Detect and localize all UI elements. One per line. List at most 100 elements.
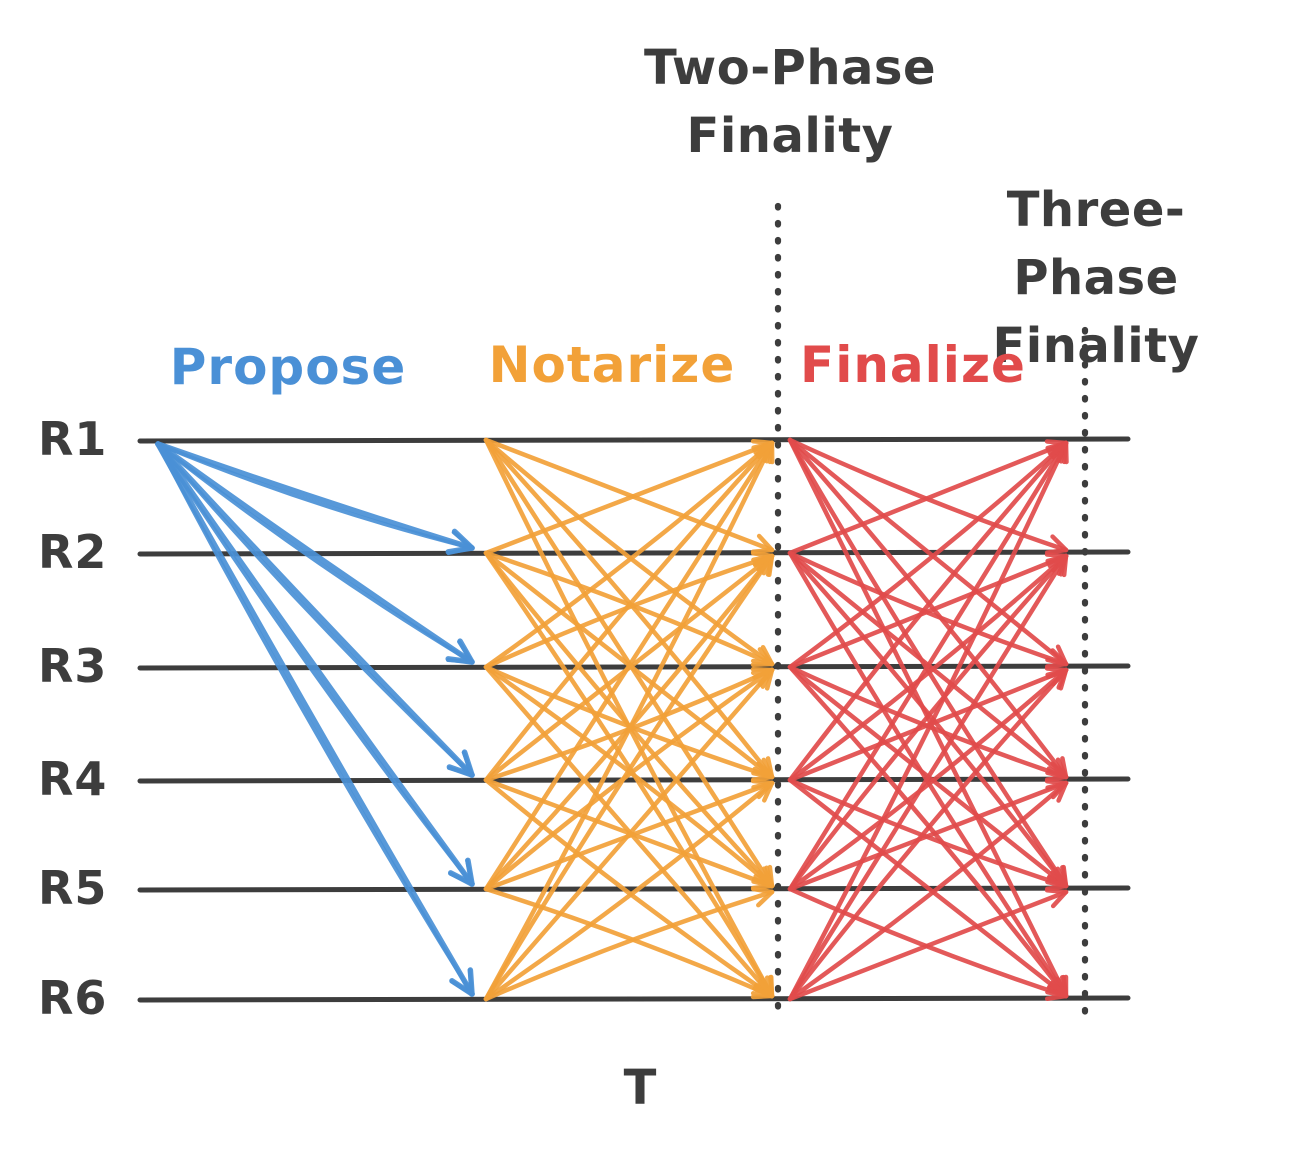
finalize-arrow-head [1061, 553, 1069, 578]
finalize-arrow-head [1050, 534, 1069, 553]
propose-arrow-head [467, 968, 474, 996]
notarize-arrow [483, 440, 775, 1002]
propose-arrow [155, 441, 475, 665]
notarize-arrow [483, 440, 775, 556]
propose-arrow [155, 441, 475, 997]
notarize-arrow [483, 437, 775, 553]
notarize-arrow-head [753, 553, 775, 568]
notarize-arrow [483, 777, 775, 999]
finalize-arrow-head [1044, 774, 1069, 782]
finalize-arrow-head [1044, 661, 1069, 669]
finalize-arrow-head [1050, 870, 1069, 889]
replica-label-r4: R4 [38, 751, 108, 806]
phase-label-notarize: Notarize [488, 336, 736, 394]
notarize-arrow-head [752, 667, 775, 680]
finalize-arrow [787, 437, 1069, 667]
propose-arrow-head [449, 979, 474, 996]
finalize-arrow [787, 440, 1069, 1002]
replica-timeline-r1 [137, 436, 1131, 444]
notarize-arrow [483, 667, 775, 1002]
finalize-arrow-head [1058, 667, 1069, 691]
phase-label-finalize: Finalize [800, 336, 1026, 394]
notarize-arrow-head [756, 761, 775, 780]
two-phase-finality-label: Two-Phase Finality [643, 40, 937, 165]
propose-arrow-head [446, 546, 474, 556]
finalize-arrow [787, 780, 1069, 1002]
finalize-arrow-head [1044, 888, 1069, 895]
propose-arrow [156, 442, 474, 886]
finalize-arrow [787, 667, 1069, 1002]
propose-arrow [156, 442, 474, 664]
finalize-arrow-head [1056, 780, 1069, 803]
replica-timeline-r4 [137, 776, 1131, 784]
finalize-arrow-head [1044, 883, 1069, 892]
notarize-arrow-head [767, 553, 775, 578]
finalize-arrow [787, 440, 1069, 670]
notarize-arrow-head [754, 440, 775, 457]
notarize-arrow-head [750, 886, 775, 895]
propose-arrow-head [446, 657, 474, 664]
propose-arrow-head [457, 639, 474, 664]
finalize-arrow-head [1050, 761, 1069, 780]
propose-arrow-head [447, 765, 474, 777]
propose-arrow-head [448, 871, 474, 886]
finalize-arrow [787, 553, 1069, 783]
notarize-arrow [483, 437, 775, 667]
finalize-arrow-head [1046, 667, 1069, 680]
finalize-arrow [787, 553, 1069, 892]
replica-label-r6: R6 [38, 970, 108, 1025]
finalize-arrow-head [1050, 889, 1069, 909]
propose-arrow [156, 442, 474, 550]
notarize-arrow [483, 440, 775, 670]
replica-timeline-r5 [137, 885, 1131, 893]
notarize-arrow-head [756, 889, 775, 908]
finalize-arrow-head [1048, 440, 1069, 458]
finalize-arrow [787, 780, 1069, 892]
finalize-arrow [787, 667, 1069, 892]
notarize-arrow [483, 553, 775, 1002]
propose-arrow [155, 441, 475, 551]
finalize-arrow [787, 440, 1069, 556]
propose-arrow-head [451, 530, 474, 550]
finalize-arrow-head [1044, 547, 1069, 555]
finalize-arrow-head [1050, 980, 1069, 999]
notarize-arrow [483, 889, 775, 1002]
notarize-arrow [483, 664, 775, 780]
notarize-arrow-head [756, 533, 775, 553]
finalize-arrow [787, 889, 1069, 1002]
finalize-arrow [787, 440, 1069, 783]
propose-arrow-head [465, 858, 474, 886]
finalize-arrow [787, 553, 1069, 670]
propose-arrow [155, 441, 475, 887]
finalize-arrow [787, 437, 1069, 780]
propose-arrow [156, 442, 474, 777]
replica-label-r2: R2 [38, 524, 108, 579]
replica-label-r1: R1 [38, 411, 108, 466]
finalize-arrow [787, 553, 1069, 1002]
notarize-arrow-head [750, 993, 775, 1000]
propose-arrow [155, 441, 475, 778]
time-axis-label: T [623, 1060, 657, 1116]
phase-label-propose: Propose [169, 338, 407, 396]
three-phase-finality-label: Three-Phase Finality [992, 182, 1200, 375]
propose-arrow [156, 442, 474, 996]
finalize-arrow-head [1047, 553, 1069, 569]
finalize-arrow [787, 550, 1069, 889]
finalize-arrow-head [1050, 648, 1069, 667]
notarize-arrow-head [756, 869, 775, 889]
notarize-arrow-head [750, 547, 775, 555]
replica-label-r5: R5 [38, 860, 108, 915]
replica-label-r3: R3 [38, 638, 108, 693]
finalize-arrow [787, 664, 1069, 999]
notarize-arrow-head [764, 667, 775, 691]
propose-arrow-head [461, 750, 474, 777]
replica-timeline-r6 [137, 995, 1131, 1003]
finalize-arrow-head [1044, 993, 1069, 1001]
notarize-arrow-head [757, 647, 775, 667]
notarize-arrow [483, 780, 775, 1002]
notarize-arrow [483, 440, 775, 892]
notarize-arrow-head [757, 979, 775, 999]
notarize-arrow [483, 550, 775, 889]
